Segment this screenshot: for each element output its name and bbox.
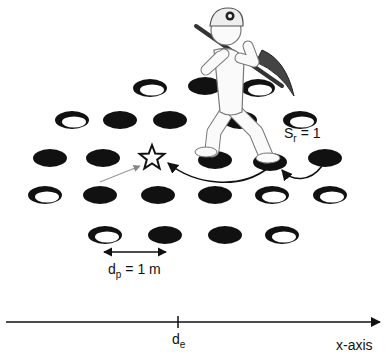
axis-tick [177,316,179,328]
label-group: x-axis [336,338,373,352]
blast-hole [141,186,175,204]
blast-hole [153,111,187,129]
blast-hole [253,153,287,171]
move-arrow [168,163,268,182]
blast-hole [33,149,67,167]
label-group: dp= 1 m [108,262,161,280]
subscript-label: p [116,269,122,280]
subscript-label: e [180,339,186,350]
subscript-label: r [293,133,296,144]
dimension-label: = 1 [301,125,321,141]
blast-hole [148,226,182,244]
label-group: Sr = 1 [284,126,321,144]
dimension-label: = 1 m [125,261,160,277]
blast-hole [308,149,342,167]
x-axis-line [6,321,380,323]
dimension-arrow [104,251,166,252]
miner-figure [195,8,294,163]
star-marker [140,145,165,169]
label-group: de [172,332,185,350]
blast-hole [198,186,232,204]
blast-hole [28,186,62,204]
dimension-label: x-axis [336,337,373,353]
dimension-label: S [284,125,293,141]
blast-hole [241,79,275,97]
hole-grid [28,77,347,244]
blast-hole [86,149,120,167]
blast-hole [83,186,117,204]
move-arrow [282,166,322,179]
blast-hole [55,111,89,129]
blast-hole [133,79,167,97]
blast-hole [88,226,122,244]
dimension-label: d [108,261,116,277]
blast-hole [103,111,137,129]
pointer-line [100,166,140,182]
blast-hole [208,226,242,244]
blast-hole [265,226,299,244]
dimension-label: d [172,331,180,347]
marks [6,145,380,328]
blast-hole [313,186,347,204]
blast-hole [255,186,289,204]
